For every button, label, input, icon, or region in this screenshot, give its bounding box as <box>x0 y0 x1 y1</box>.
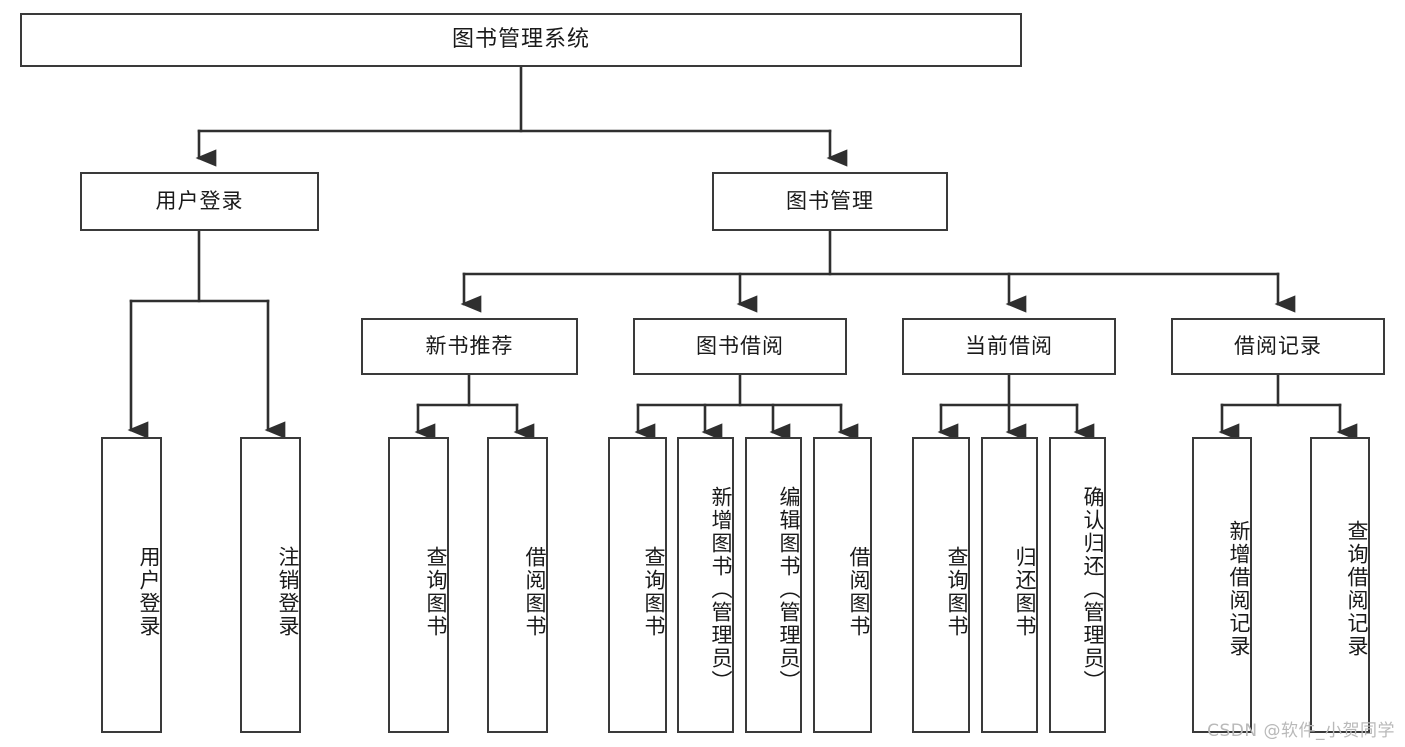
leaf-label: 借阅图书 <box>847 546 871 638</box>
node-leaf-return-book[interactable]: 归还图书 <box>981 437 1038 733</box>
node-root-system[interactable]: 图书管理系统 <box>20 13 1022 67</box>
node-leaf-user-logout[interactable]: 注销登录 <box>240 437 301 733</box>
leaf-label: 确认归还（管理员） <box>1081 485 1105 693</box>
leaf-label: 查询图书 <box>424 546 448 638</box>
node-leaf-borrow-book[interactable]: 借阅图书 <box>813 437 872 733</box>
node-leaf-edit-book[interactable]: 编辑图书（管理员） <box>745 437 802 733</box>
leaf-label: 用户登录 <box>137 546 161 638</box>
node-leaf-query-book-current[interactable]: 查询图书 <box>912 437 970 733</box>
leaf-label: 借阅图书 <box>523 546 547 638</box>
node-leaf-query-borrow-record[interactable]: 查询借阅记录 <box>1310 437 1370 733</box>
node-leaf-query-book-recommend[interactable]: 查询图书 <box>388 437 449 733</box>
leaf-label: 注销登录 <box>276 546 300 638</box>
leaf-label: 编辑图书（管理员） <box>777 485 801 693</box>
node-current-borrow[interactable]: 当前借阅 <box>902 318 1116 375</box>
leaf-label: 新增借阅记录 <box>1227 520 1251 658</box>
node-leaf-add-book[interactable]: 新增图书（管理员） <box>677 437 734 733</box>
leaf-label: 查询图书 <box>945 546 969 638</box>
node-leaf-borrow-book-recommend[interactable]: 借阅图书 <box>487 437 548 733</box>
node-book-manage[interactable]: 图书管理 <box>712 172 948 231</box>
leaf-label: 查询借阅记录 <box>1345 520 1369 658</box>
node-borrow-record[interactable]: 借阅记录 <box>1171 318 1385 375</box>
node-leaf-confirm-return[interactable]: 确认归还（管理员） <box>1049 437 1106 733</box>
leaf-label: 查询图书 <box>642 546 666 638</box>
node-leaf-user-login[interactable]: 用户登录 <box>101 437 162 733</box>
node-book-borrow[interactable]: 图书借阅 <box>633 318 847 375</box>
node-user-login[interactable]: 用户登录 <box>80 172 319 231</box>
node-leaf-add-borrow-record[interactable]: 新增借阅记录 <box>1192 437 1252 733</box>
node-new-book-recommend[interactable]: 新书推荐 <box>361 318 578 375</box>
leaf-label: 归还图书 <box>1013 546 1037 638</box>
node-leaf-query-book-borrow[interactable]: 查询图书 <box>608 437 667 733</box>
csdn-watermark: CSDN @软件_小贺同学 <box>1207 721 1395 741</box>
leaf-label: 新增图书（管理员） <box>709 485 733 693</box>
